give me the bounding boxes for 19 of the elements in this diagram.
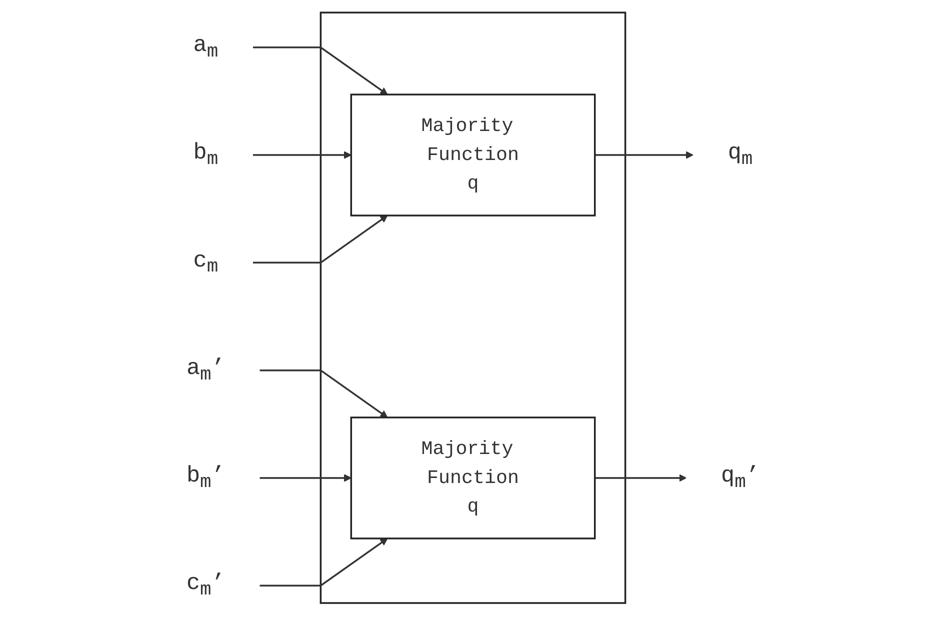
- arrow: [594, 151, 694, 159]
- arrow: [252, 215, 388, 264]
- arrow: [260, 369, 388, 418]
- arrow: [252, 151, 352, 159]
- node-text: a$_{m}$’: [186, 354, 225, 386]
- node-box: Majority Function q: [350, 94, 596, 216]
- cluster: [320, 12, 626, 604]
- node-text: b$_{m}$: [193, 140, 218, 170]
- node-text: c$_{m}$’: [186, 570, 225, 601]
- arrow: [594, 474, 687, 482]
- arrow: [260, 538, 388, 586]
- arrow: [260, 474, 352, 482]
- node-text: q$_{m}$: [728, 140, 753, 170]
- node-text: q$_{m}$’: [721, 462, 760, 494]
- node-text: b$_{m}$’: [186, 462, 225, 494]
- node-text: c$_{m}$: [193, 247, 218, 278]
- node-text: a$_{m}$: [193, 32, 218, 62]
- node-box: Majority Function q: [350, 416, 596, 540]
- arrow: [252, 46, 388, 95]
